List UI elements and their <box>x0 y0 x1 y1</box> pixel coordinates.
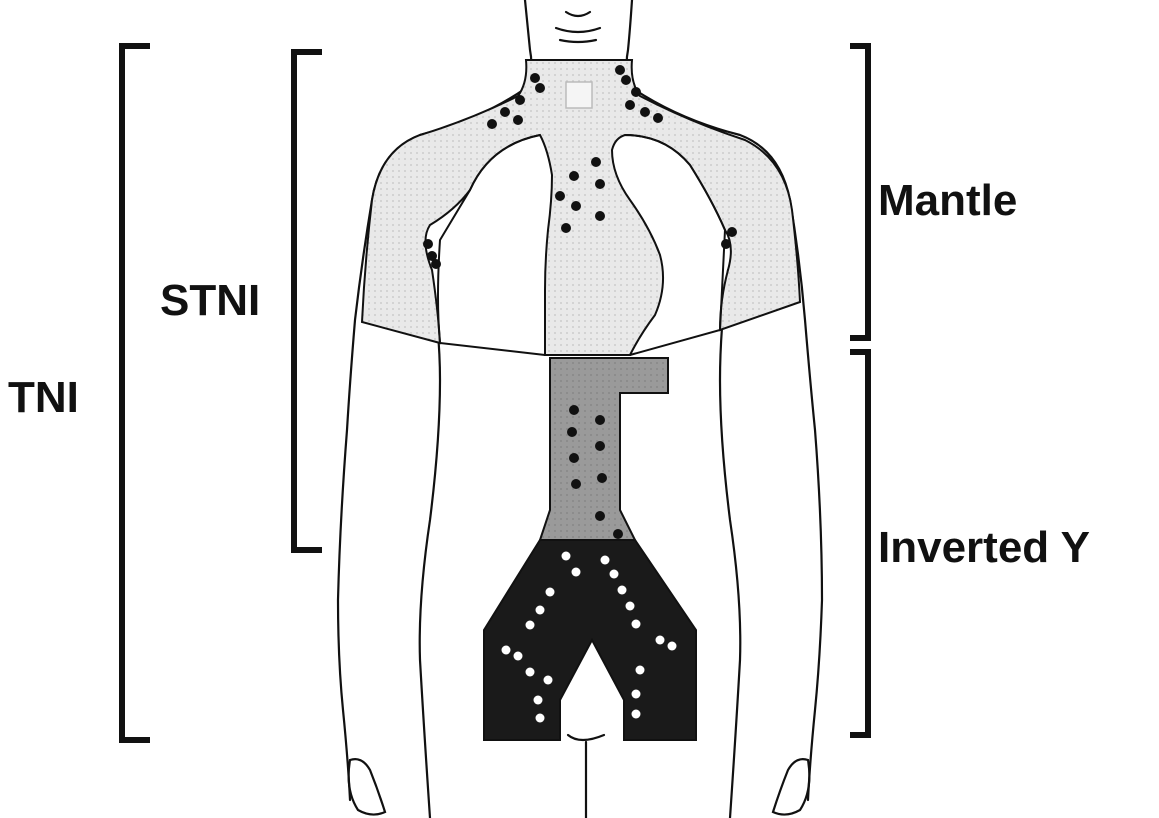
tni-bracket <box>122 46 150 740</box>
stni-bracket <box>294 52 322 550</box>
inverted-y-label: Inverted Y <box>878 523 1090 572</box>
inverted-y-bracket <box>850 352 868 735</box>
stni-label: STNI <box>160 276 260 325</box>
tni-label: TNI <box>8 373 79 422</box>
mantle-label: Mantle <box>878 176 1017 225</box>
mantle-bracket <box>850 46 868 338</box>
larynx-box <box>566 82 592 108</box>
